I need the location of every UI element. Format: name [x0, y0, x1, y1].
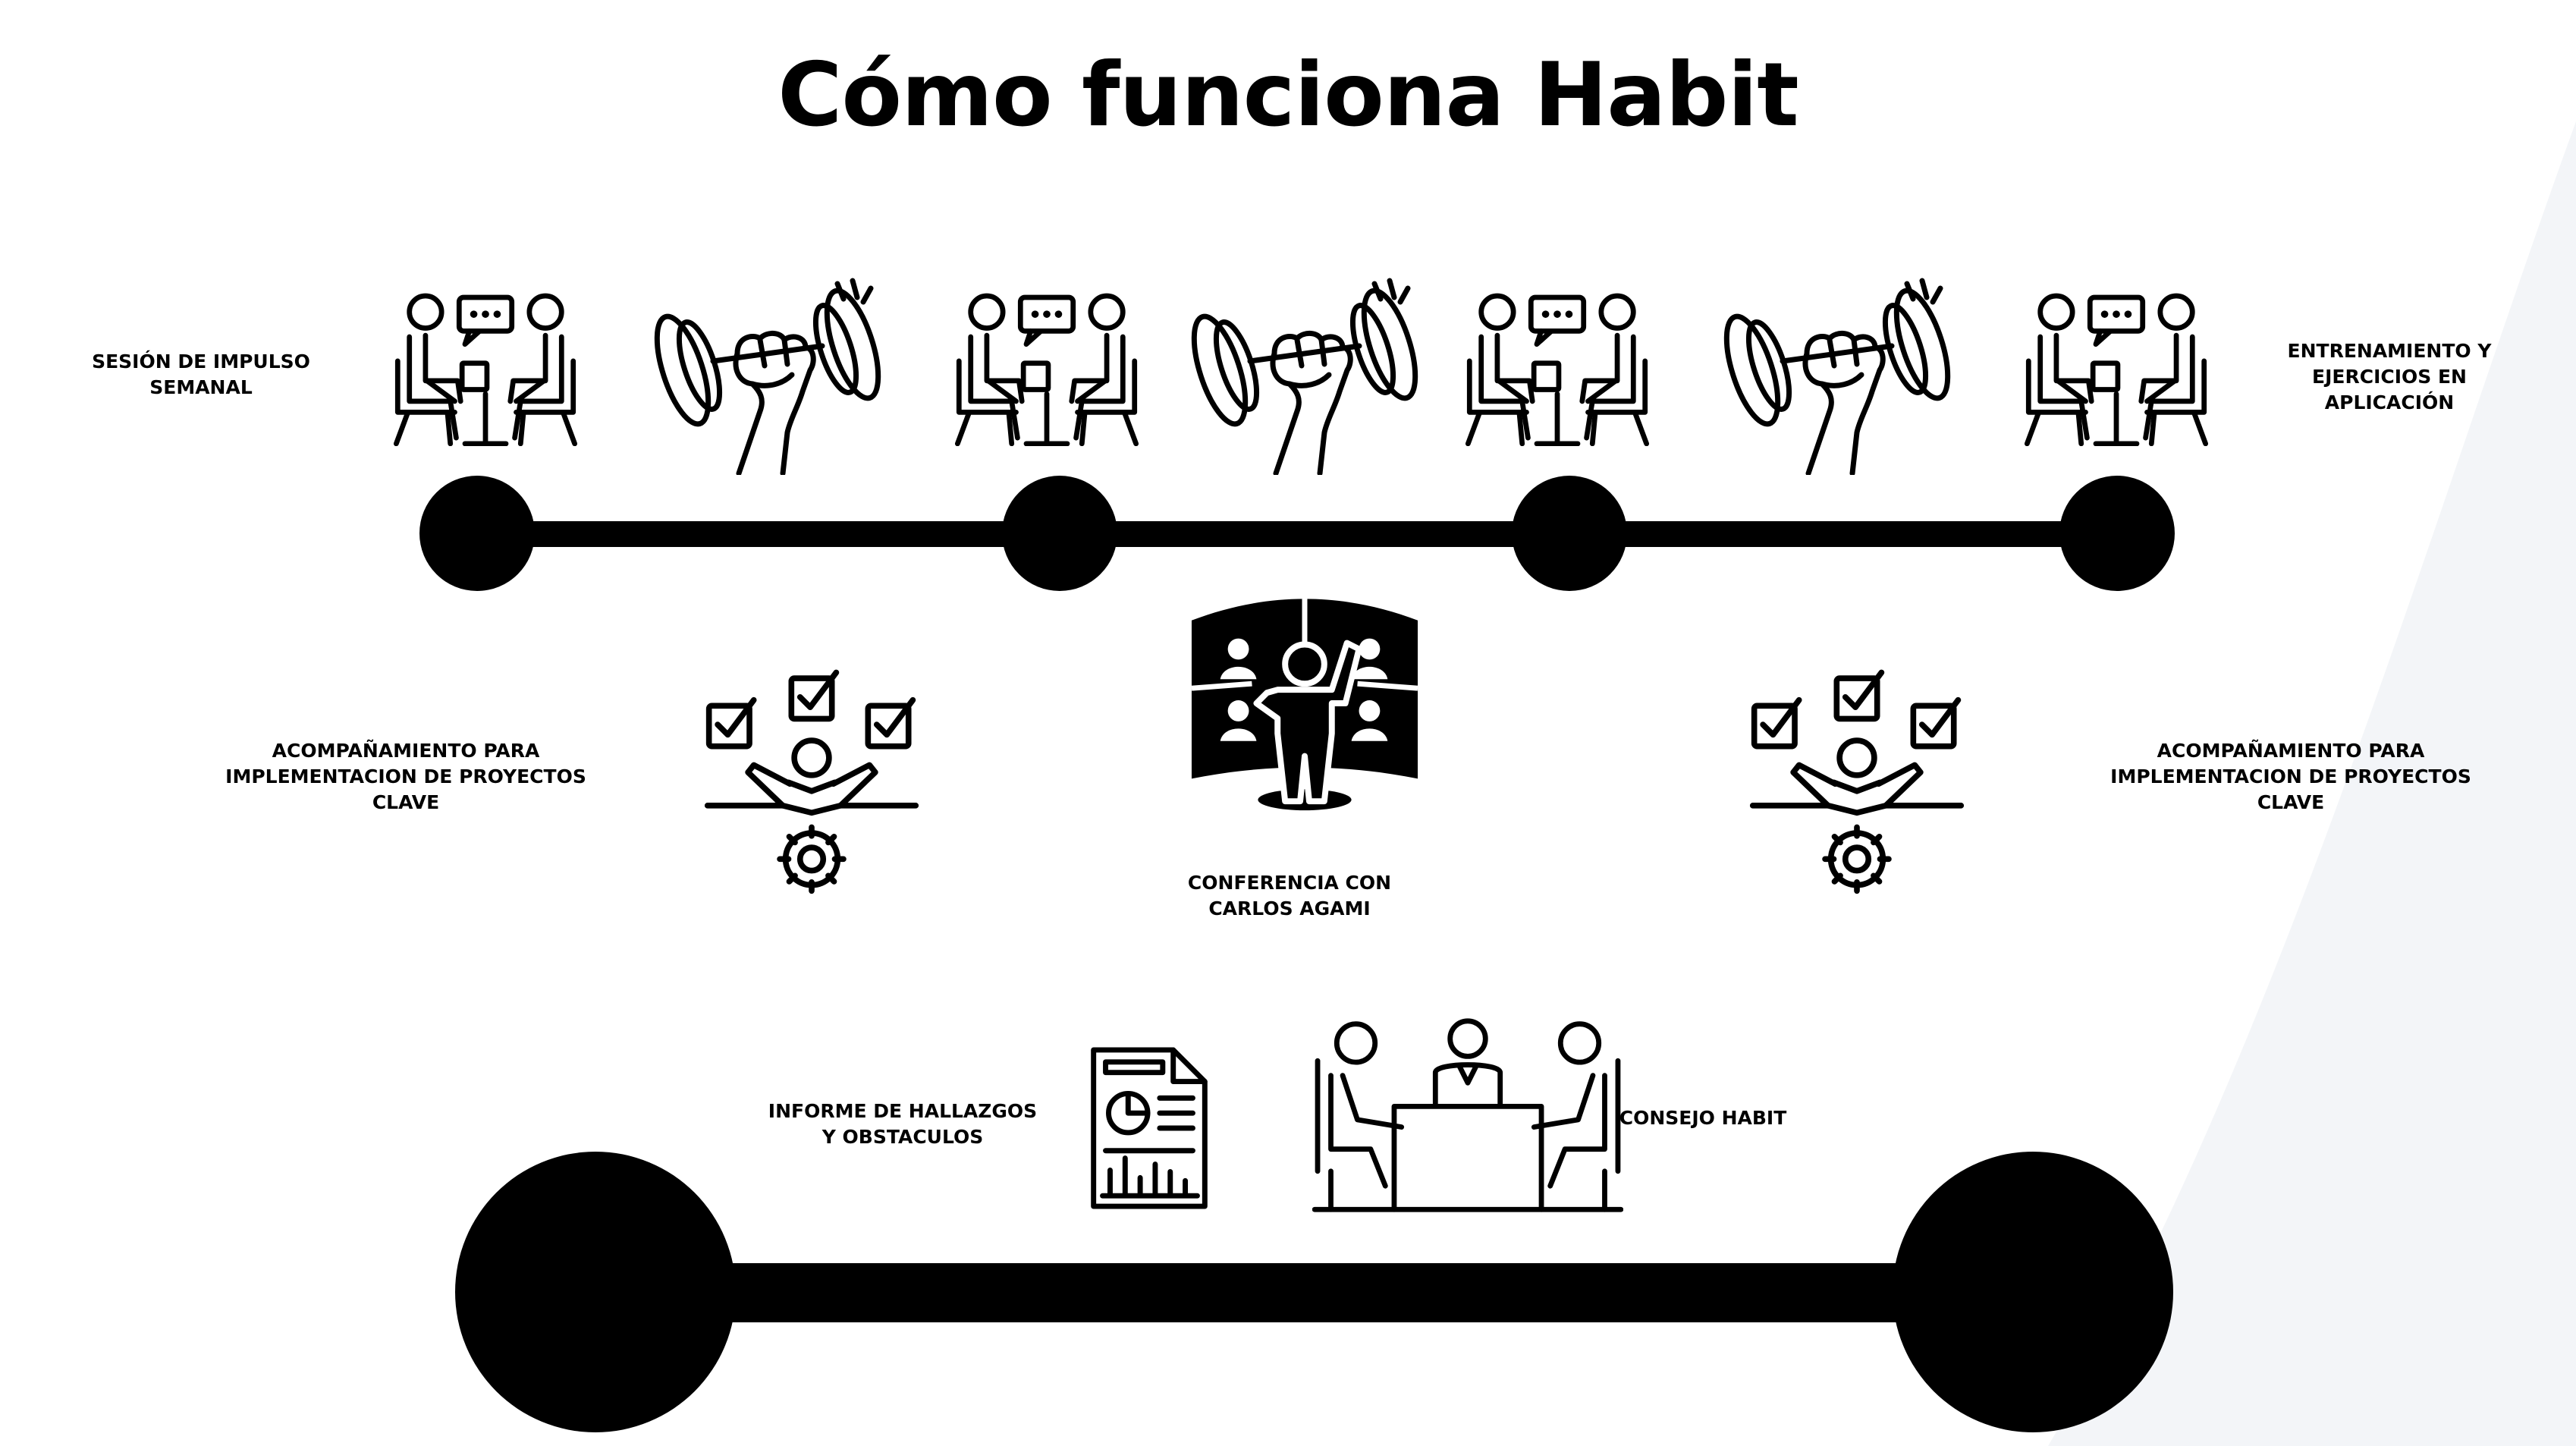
label-consejo: CONSEJO HABIT — [1619, 1107, 1787, 1129]
dumbbell-icon — [1723, 270, 1951, 475]
timeline-top-line — [478, 521, 2116, 547]
label-sesion-impulso: SESIÓN DE IMPULSO SEMANAL — [92, 350, 310, 398]
meeting-icon — [1455, 291, 1660, 446]
conference-icon — [1183, 590, 1426, 824]
label-entrenamiento: ENTRENAMIENTO Y EJERCICIOS EN APLICACIÓN — [2287, 340, 2492, 413]
timeline-top-dot-3 — [1512, 476, 1627, 591]
report-document-icon — [1089, 1045, 1210, 1211]
multitask-checklist-icon — [1747, 664, 1967, 895]
timeline-top-dot-4 — [2059, 476, 2175, 591]
label-conferencia: CONFERENCIA CON CARLOS AGAMI — [1187, 872, 1392, 919]
dumbbell-icon — [654, 270, 881, 475]
meeting-icon — [2014, 291, 2219, 446]
label-informe: INFORME DE HALLAZGOS Y OBSTACULOS — [768, 1100, 1038, 1148]
dumbbell-icon — [1191, 270, 1418, 475]
multitask-checklist-icon — [702, 664, 922, 895]
timeline-bottom-dot-right — [1893, 1152, 2173, 1432]
timeline-bottom-line — [592, 1263, 1987, 1322]
meeting-icon — [383, 291, 588, 446]
timeline-bottom-dot-left — [455, 1152, 736, 1432]
meeting-icon — [944, 291, 1149, 446]
timeline-top-dot-1 — [419, 476, 535, 591]
page-title: Cómo funciona Habit — [778, 44, 1798, 146]
council-meeting-icon — [1312, 1017, 1623, 1215]
label-acompanamiento-left: ACOMPAÑAMIENTO PARA IMPLEMENTACION DE PR… — [225, 740, 586, 813]
label-acompanamiento-right: ACOMPAÑAMIENTO PARA IMPLEMENTACION DE PR… — [2110, 740, 2471, 813]
timeline-top-dot-2 — [1002, 476, 1117, 591]
